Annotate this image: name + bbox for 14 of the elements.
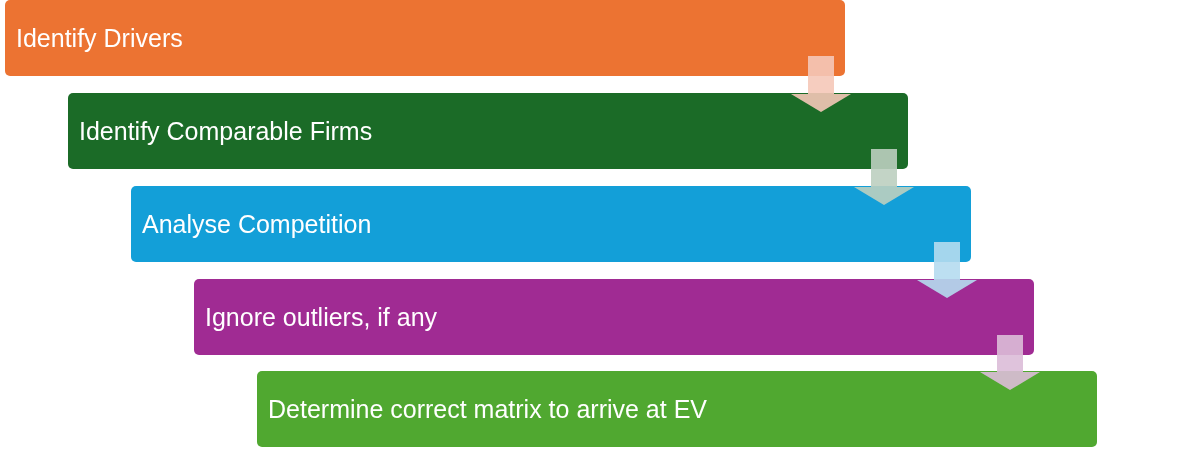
down-arrow <box>791 56 851 112</box>
down-arrow <box>854 149 914 205</box>
process-box <box>257 371 1097 447</box>
process-box <box>68 93 908 169</box>
step-label: Identify Drivers <box>16 23 183 53</box>
down-arrow <box>980 335 1040 390</box>
step-label: Identify Comparable Firms <box>79 116 373 146</box>
process-box <box>194 279 1034 355</box>
process-box <box>5 0 845 76</box>
step-label: Ignore outliers, if any <box>205 302 438 332</box>
process-box <box>131 186 971 262</box>
down-arrow <box>917 242 977 298</box>
step-label: Analyse Competition <box>142 209 372 239</box>
step-label: Determine correct matrix to arrive at EV <box>268 394 707 424</box>
